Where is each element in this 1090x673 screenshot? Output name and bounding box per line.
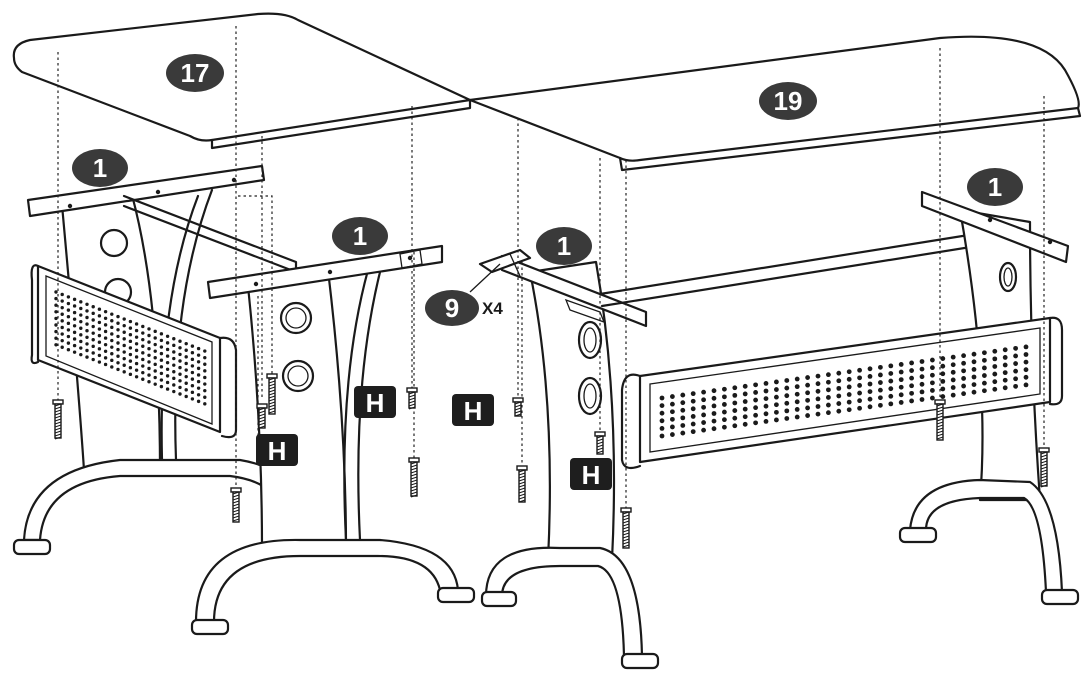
callout-1-right-front-label: 1 bbox=[557, 231, 571, 261]
left-frame bbox=[12, 164, 476, 636]
callout-1-right-back: 1 bbox=[967, 168, 1023, 206]
screw-label-h-3-text: H bbox=[464, 396, 483, 426]
callout-1-right-back-label: 1 bbox=[988, 172, 1002, 202]
perforation-grid-right bbox=[659, 344, 1029, 439]
callout-9-label: 9 bbox=[445, 293, 459, 323]
screw-label-h-2: H bbox=[354, 386, 396, 418]
desktop-panel-17 bbox=[12, 12, 472, 150]
callout-19: 19 bbox=[759, 82, 817, 120]
callout-1-left-front-label: 1 bbox=[353, 221, 367, 251]
callout-17-label: 17 bbox=[181, 58, 210, 88]
screw-label-h-2-text: H bbox=[366, 388, 385, 418]
callout-17: 17 bbox=[166, 54, 224, 92]
screw-label-h-4: H bbox=[570, 458, 612, 490]
callout-1-left-front: 1 bbox=[332, 217, 388, 255]
screw-label-h-1-text: H bbox=[268, 436, 287, 466]
screw-label-h-1: H bbox=[256, 434, 298, 466]
callout-19-label: 19 bbox=[774, 86, 803, 116]
callout-1-right-front: 1 bbox=[536, 227, 592, 265]
callout-1-left-back-label: 1 bbox=[93, 153, 107, 183]
screw-label-h-3: H bbox=[452, 394, 494, 426]
callout-1-left-back: 1 bbox=[72, 149, 128, 187]
screw-set bbox=[52, 373, 1050, 549]
bracket-quantity: X4 bbox=[482, 299, 503, 318]
callout-9: 9 X4 bbox=[425, 263, 503, 326]
perforation-grid-left bbox=[54, 290, 207, 406]
alignment-guides bbox=[57, 26, 1045, 508]
screw-label-h-4-text: H bbox=[582, 460, 601, 490]
